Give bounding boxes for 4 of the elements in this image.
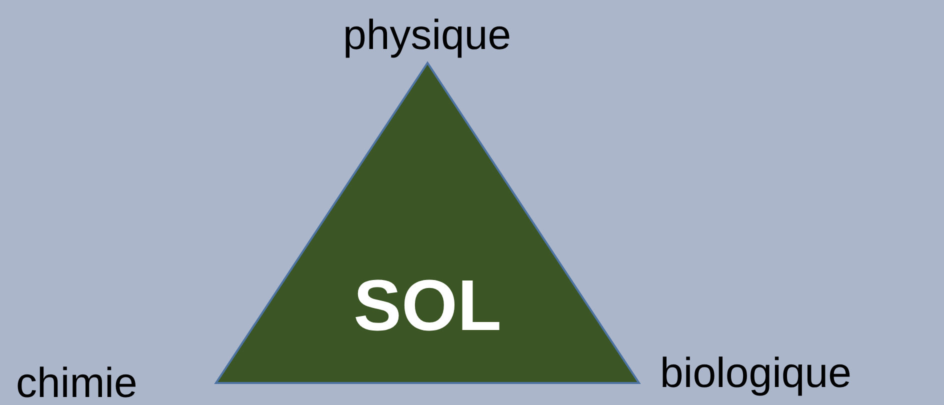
node-label: SOL (353, 270, 502, 342)
corner-label: chimie (16, 362, 138, 404)
corner-label: physique (343, 14, 512, 56)
corner-label: biologique (660, 352, 852, 394)
